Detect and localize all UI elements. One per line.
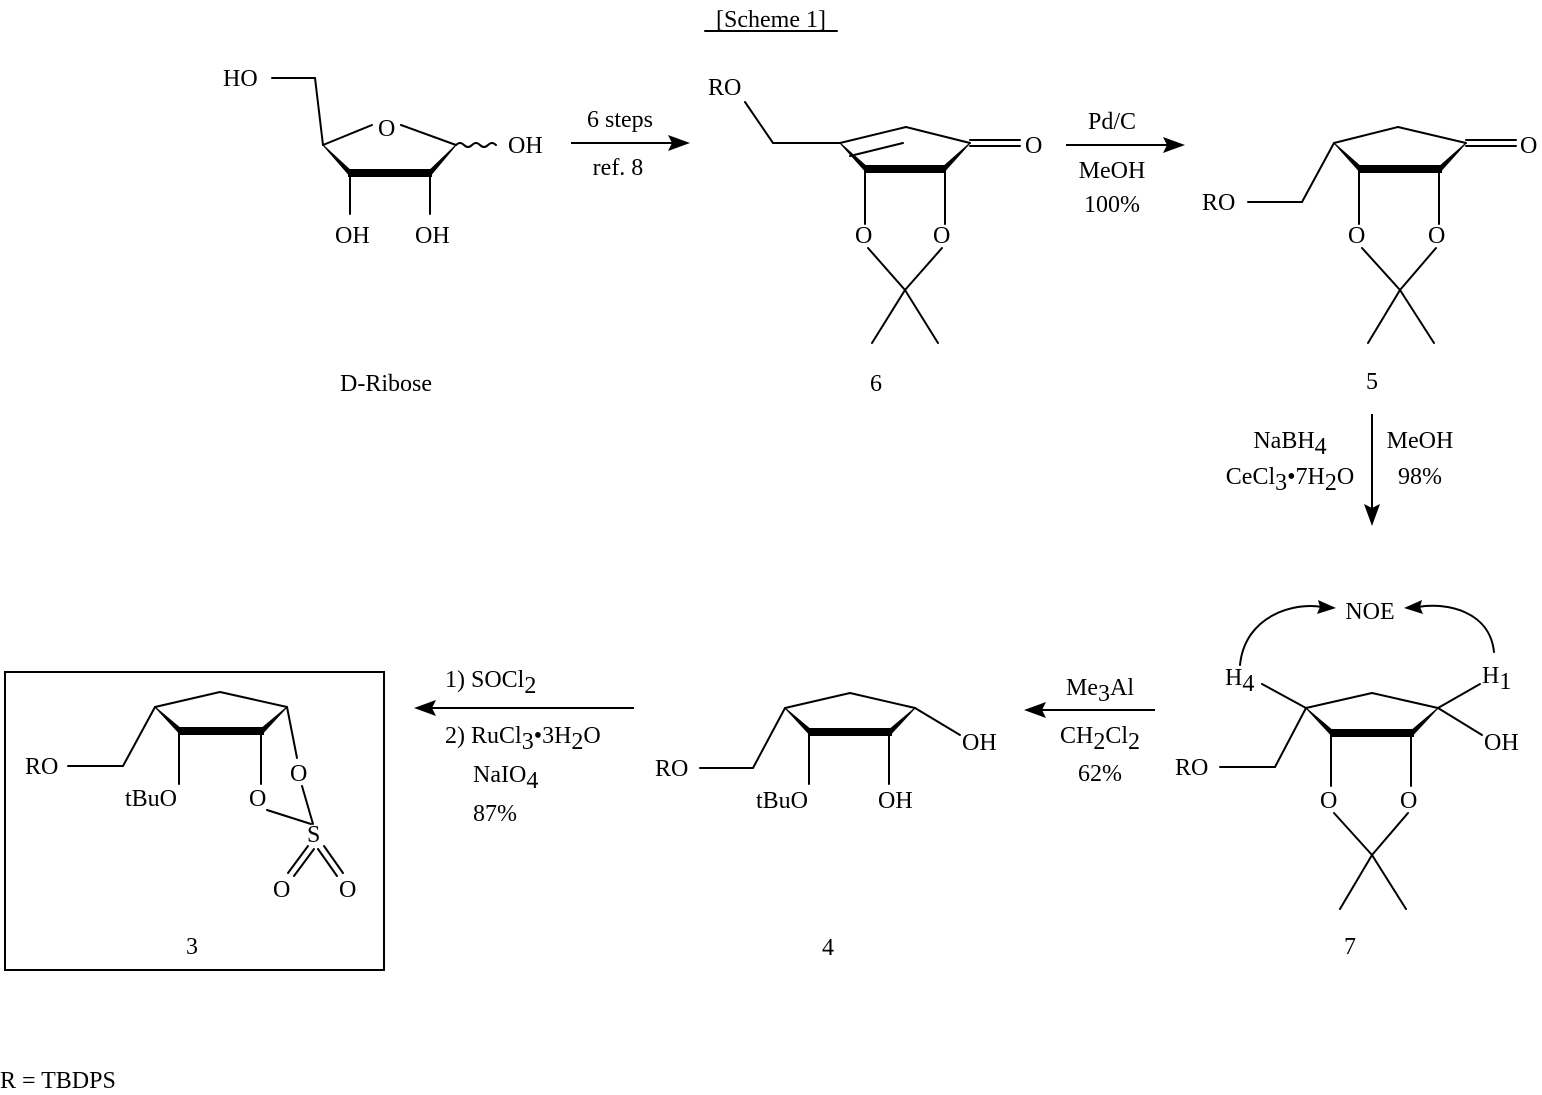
c3-o-ring-left: O: [249, 786, 266, 812]
r4-line2: CH2Cl2: [1060, 723, 1140, 755]
r5-line3: NaIO4: [473, 762, 538, 794]
compound-3-box: [4, 671, 385, 971]
c3-o-s-right: O: [339, 877, 356, 903]
c7-o-right: O: [1400, 788, 1417, 814]
footnote-r-definition: R = TBDPS: [0, 1068, 116, 1094]
reaction-arrow-5: 1) SOCl2 2) RuCl3•3H2O NaIO4 87%: [414, 667, 634, 827]
c4-oh-bottom: OH: [878, 788, 913, 814]
compound-3: RO O tBuO O S O O 3: [4, 671, 385, 971]
r1-line1: 6 steps: [587, 107, 653, 133]
ribose-ring-o: O: [378, 116, 395, 142]
r3-left2: CeCl3•7H2O: [1226, 464, 1354, 496]
c5-o-right: O: [1428, 223, 1445, 249]
c6-o-left: O: [855, 223, 872, 249]
r3-right2: 98%: [1398, 464, 1442, 490]
r4-line3: 62%: [1078, 761, 1122, 787]
c6-ro: RO: [708, 75, 741, 101]
c7-h4: H4: [1225, 665, 1254, 697]
c3-s: S: [307, 822, 320, 848]
c4-oh-right: OH: [962, 730, 997, 756]
compound-label-3: 3: [186, 934, 198, 960]
c3-tbuo: tBuO: [125, 786, 177, 812]
noe-arc-right: [1417, 604, 1495, 653]
r4-line1: Me3Al: [1066, 675, 1134, 707]
ribose-oh-left: OH: [335, 223, 370, 249]
compound-label-4: 4: [822, 935, 834, 961]
compound-5: RO O O O 5: [1202, 126, 1537, 395]
ribose-oh-anomeric: OH: [508, 133, 543, 159]
ribose-oh-right: OH: [415, 223, 450, 249]
c7-o-left: O: [1320, 788, 1337, 814]
r3-left1: NaBH4: [1253, 428, 1326, 460]
compound-6: RO O O O 6: [708, 75, 1042, 397]
compound-label-7: 7: [1344, 934, 1356, 960]
reaction-arrow-2: Pd/C MeOH 100%: [1066, 109, 1185, 218]
c7-h1: H1: [1482, 663, 1511, 695]
r5-line2: 2) RuCl3•3H2O: [445, 723, 601, 755]
compound-label-5: 5: [1366, 369, 1378, 395]
c7-noe: NOE: [1345, 599, 1394, 625]
reaction-arrow-3: NaBH4 CeCl3•7H2O MeOH 98%: [1226, 414, 1454, 526]
scheme-title-text: [Scheme 1]: [716, 7, 826, 33]
r3-right1: MeOH: [1387, 428, 1454, 454]
r2-line2: MeOH: [1079, 158, 1146, 184]
c4-tbuo: tBuO: [756, 788, 808, 814]
compound-7: NOE H4 H1 RO OH O O 7: [1175, 599, 1519, 960]
c3-o-s-left: O: [273, 877, 290, 903]
c5-o-left: O: [1348, 223, 1365, 249]
scheme-title: [Scheme 1]: [704, 7, 838, 33]
compound-label-6: 6: [870, 371, 882, 397]
c5-ketone-o: O: [1520, 133, 1537, 159]
c3-ro: RO: [25, 754, 58, 780]
reaction-arrow-1: 6 steps ref. 8: [571, 107, 690, 181]
c6-ketone-o: O: [1025, 133, 1042, 159]
c4-ro: RO: [655, 756, 688, 782]
c3-o-ring-top: O: [290, 761, 307, 787]
ribose-ho-top: HO: [223, 66, 258, 92]
wavy-bond: [455, 142, 497, 148]
compound-4: RO OH tBuO OH 4: [655, 692, 997, 961]
c7-oh: OH: [1484, 730, 1519, 756]
r5-line4: 87%: [473, 801, 517, 827]
r2-line3: 100%: [1084, 192, 1140, 218]
noe-arc-left: [1239, 605, 1323, 666]
compound-label-d-ribose: D-Ribose: [340, 371, 432, 397]
r1-line2: ref. 8: [593, 155, 644, 181]
c5-ro: RO: [1202, 190, 1235, 216]
compound-d-ribose: HO O OH OH OH D-Ribose: [223, 66, 543, 397]
r2-line1: Pd/C: [1088, 109, 1136, 135]
c7-ro: RO: [1175, 755, 1208, 781]
r5-line1: 1) SOCl2: [445, 667, 536, 699]
c6-o-right: O: [933, 223, 950, 249]
reaction-arrow-4: Me3Al CH2Cl2 62%: [1024, 675, 1155, 787]
